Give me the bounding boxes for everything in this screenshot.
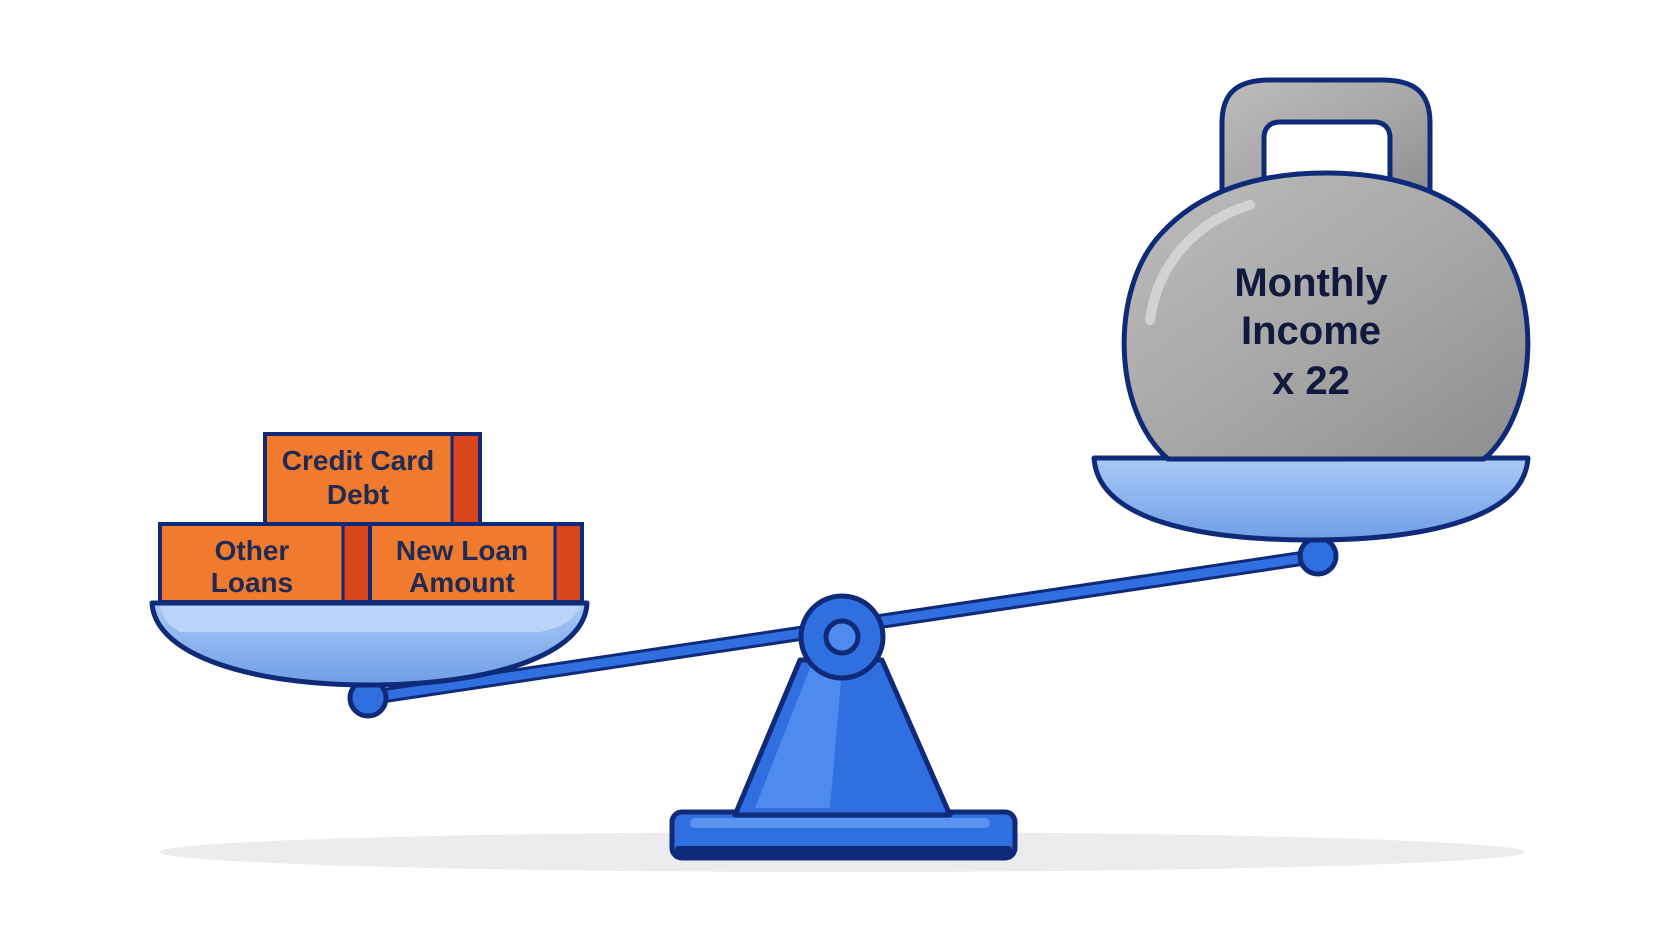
weight-body xyxy=(1121,170,1531,462)
right-beam-knob xyxy=(1297,535,1339,577)
weight-line3: x 22 xyxy=(1272,359,1350,403)
monthly-income-weight: Monthly Income x 22 xyxy=(1121,77,1531,462)
other-loans-box: Other Loans xyxy=(158,522,372,604)
new-loan-amount-line1: New Loan xyxy=(396,535,528,566)
weight-line2: Income xyxy=(1241,309,1381,353)
other-loans-line1: Other xyxy=(215,535,290,566)
credit-card-debt-box: Credit Card Debt xyxy=(263,432,482,526)
credit-card-debt-line2: Debt xyxy=(327,479,389,510)
stand-base-shadow xyxy=(675,846,1012,856)
weight-handle xyxy=(1219,77,1433,203)
weight-highlight xyxy=(1145,200,1255,325)
weight-line1: Monthly xyxy=(1234,261,1388,305)
stand-base-highlight xyxy=(690,818,990,828)
new-loan-amount-box: New Loan Amount xyxy=(368,522,584,604)
stand-pillar-highlight xyxy=(755,668,842,808)
other-loans-line2: Loans xyxy=(211,567,293,598)
new-loan-amount-line2: Amount xyxy=(409,567,515,598)
credit-card-debt-line1: Credit Card xyxy=(282,445,434,476)
pivot-pin xyxy=(823,618,861,656)
right-pan xyxy=(1091,455,1531,543)
left-pan xyxy=(149,600,590,688)
